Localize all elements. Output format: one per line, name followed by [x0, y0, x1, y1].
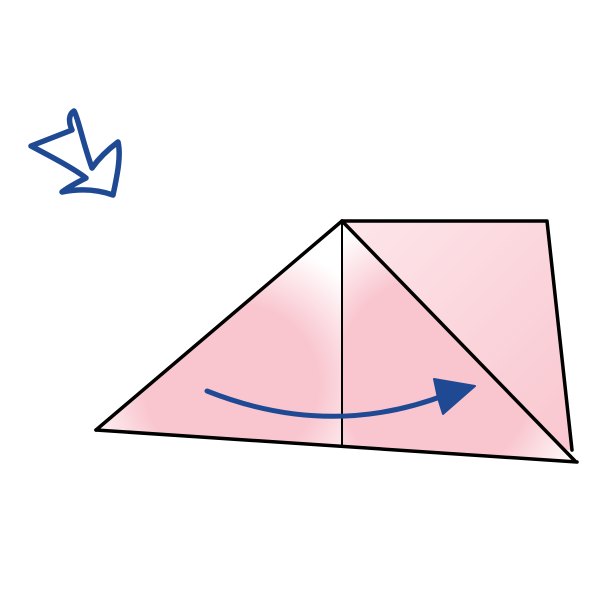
bottom-edge	[94, 428, 579, 464]
diagonal-edge	[340, 219, 577, 463]
push-direction-arrow-icon	[28, 108, 122, 198]
left-edge	[94, 219, 344, 432]
back-flap-edge	[340, 219, 574, 452]
front-left-panel	[96, 221, 342, 447]
paper-outline	[94, 219, 579, 464]
curved-fold-arrow-icon	[204, 378, 476, 419]
